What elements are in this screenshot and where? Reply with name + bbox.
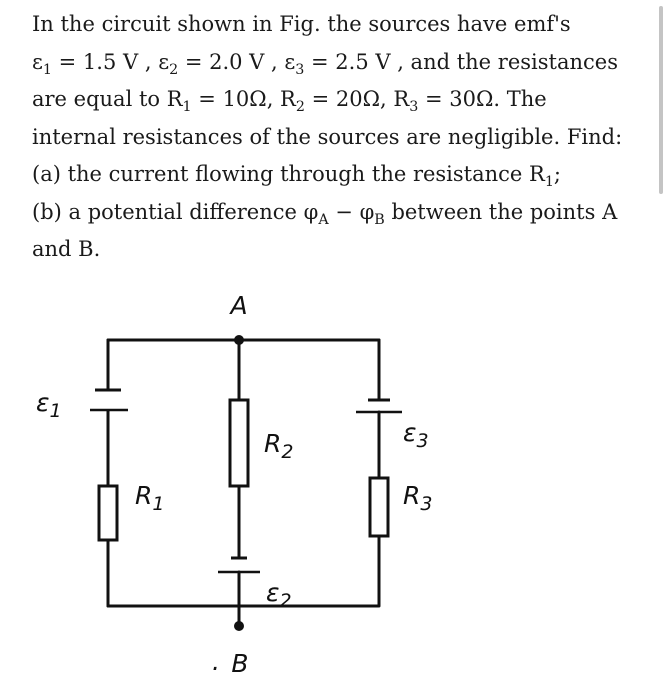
problem-line-5: (a) the current flowing through the resi… bbox=[32, 162, 561, 191]
label-b-dot: . bbox=[212, 647, 220, 676]
problem-line-3: are equal to R1 = 10Ω, R2 = 20Ω, R3 = 30… bbox=[32, 87, 547, 116]
problem-statement: In the circuit shown in Fig. the sources… bbox=[32, 6, 642, 269]
label-a: A bbox=[228, 291, 247, 320]
label-e2: ε2 bbox=[266, 578, 292, 612]
battery-e2-symbol bbox=[218, 556, 260, 574]
problem-line-2: ε1 = 1.5 V , ε2 = 2.0 V , ε3 = 2.5 V , a… bbox=[32, 49, 618, 78]
battery-e3-symbol bbox=[356, 398, 402, 414]
problem-line-1: In the circuit shown in Fig. the sources… bbox=[32, 12, 571, 36]
circuit-diagram: A . B ε1 ε2 ε3 R1 R2 R3 bbox=[31, 268, 451, 692]
label-r1: R1 bbox=[135, 481, 164, 515]
problem-line-4: internal resistances of the sources are … bbox=[32, 124, 623, 149]
problem-line-7: and B. bbox=[32, 237, 101, 261]
vertical-scrollbar[interactable] bbox=[659, 6, 663, 194]
label-b: B bbox=[231, 649, 248, 678]
circuit-wires bbox=[106, 338, 381, 628]
junction-b-dot bbox=[234, 621, 244, 631]
junction-a-dot bbox=[234, 335, 244, 345]
label-e3: ε3 bbox=[403, 418, 429, 452]
resistor-r2 bbox=[228, 398, 250, 488]
circuit-figure: A . B ε1 ε2 ε3 R1 R2 R3 bbox=[31, 268, 451, 692]
battery-e1-symbol bbox=[90, 388, 128, 412]
problem-line-6: (b) a potential difference φA − φB betwe… bbox=[32, 199, 618, 228]
resistor-r1 bbox=[97, 484, 119, 542]
label-r3: R3 bbox=[403, 481, 432, 515]
label-e1: ε1 bbox=[36, 388, 62, 422]
label-r2: R2 bbox=[264, 429, 293, 463]
resistor-r3 bbox=[368, 476, 390, 538]
